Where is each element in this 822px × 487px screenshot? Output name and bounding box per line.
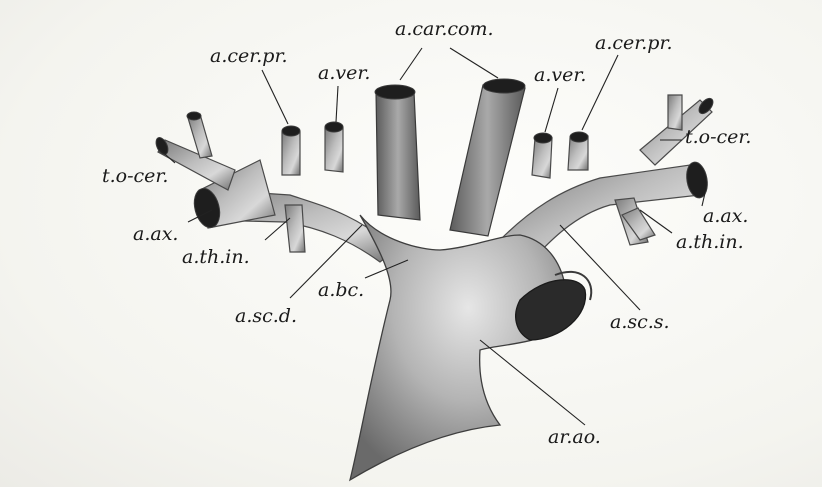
label-costocervical-left: a.cer.pr. (210, 47, 287, 66)
label-thyrocervical-right: t.o-cer. (685, 128, 751, 147)
label-internal-thoracic-right: a.th.in. (676, 233, 744, 252)
label-costocervical-right: a.cer.pr. (595, 34, 672, 53)
right-subclavian-branch (154, 112, 395, 262)
label-vertebral-left: a.ver. (318, 64, 370, 83)
label-vertebral-right: a.ver. (534, 66, 586, 85)
label-aortic-arch: ar.ao. (548, 428, 601, 447)
label-brachiocephalic: a.bc. (318, 281, 364, 300)
label-axillary-right: a.ax. (703, 207, 748, 226)
label-common-carotid: a.car.com. (395, 20, 494, 39)
label-axillary-left: a.ax. (133, 225, 178, 244)
label-subclavian-right: a.sc.d. (235, 307, 297, 326)
label-thyrocervical-left: t.o-cer. (102, 167, 168, 186)
label-subclavian-left: a.sc.s. (610, 313, 670, 332)
label-internal-thoracic-left: a.th.in. (182, 248, 250, 267)
common-carotid-arteries (375, 79, 525, 236)
